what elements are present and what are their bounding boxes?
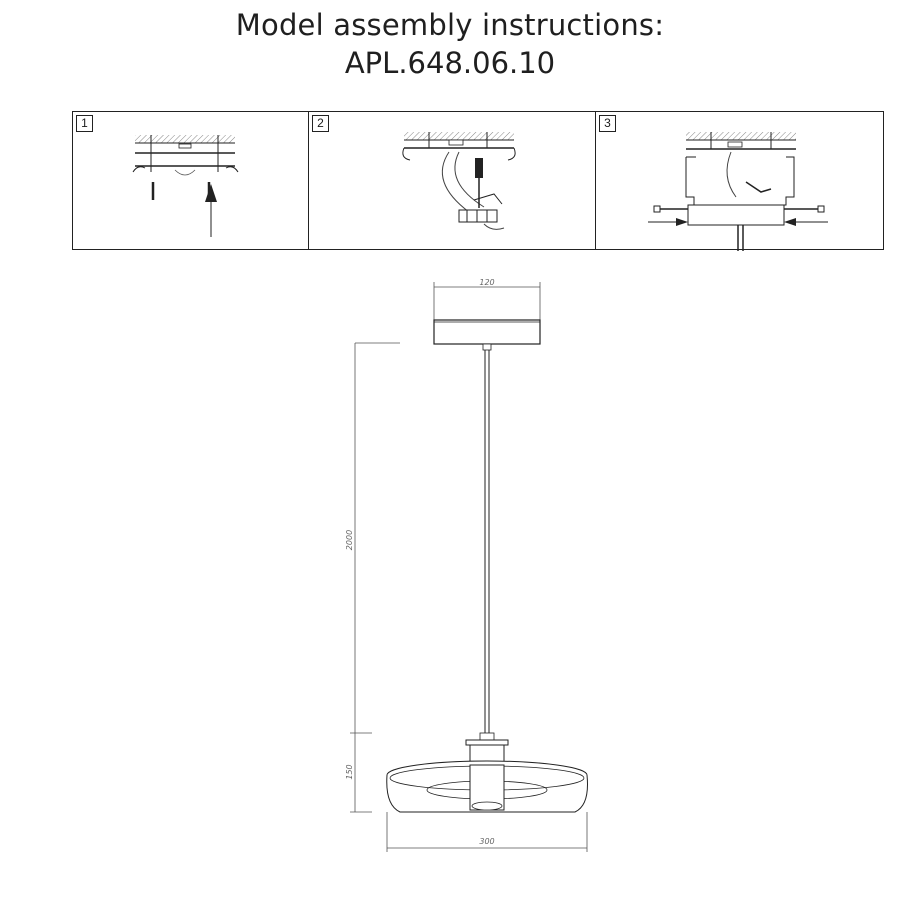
step-2-panel: 2: [308, 112, 595, 249]
shade-height-label: 150: [345, 764, 354, 779]
shade-diameter-label: 300: [479, 837, 494, 846]
step-3-illustration: [648, 132, 828, 251]
ceiling-canopy: [433, 319, 541, 345]
step-1-illustration: [132, 135, 239, 237]
step-2-illustration: [402, 132, 516, 230]
canopy-width-label: 120: [479, 278, 494, 287]
model-number: APL.648.06.10: [344, 46, 556, 80]
cable-length-label: 2000: [345, 530, 354, 550]
step-1-panel: 1: [73, 112, 308, 249]
step-2-number: 2: [312, 115, 329, 132]
step-1-number: 1: [76, 115, 93, 132]
page-title: Model assembly instructions:: [235, 8, 665, 42]
lamp-holder: [465, 739, 509, 746]
step-3-number: 3: [599, 115, 616, 132]
step-3-panel: 3: [595, 112, 883, 251]
assembly-steps-strip: 1 2: [72, 111, 884, 251]
